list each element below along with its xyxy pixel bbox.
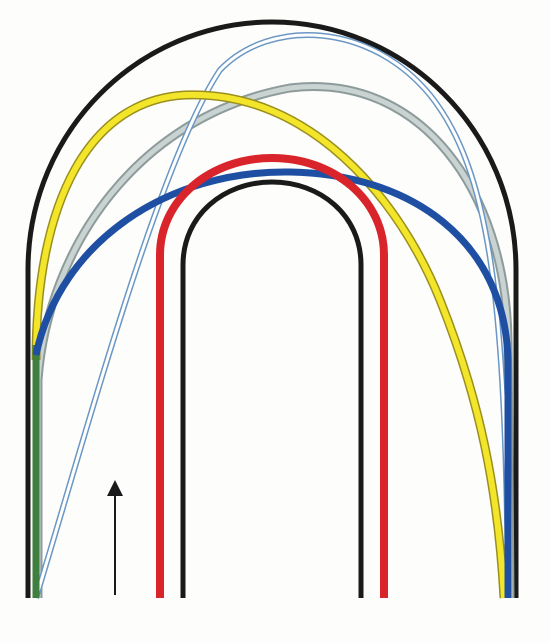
gray-curve [33,82,515,599]
inner-arch [180,179,364,598]
up-arrow-icon [107,480,123,595]
red-arch [156,153,388,598]
yellow-curve [31,90,509,599]
blue-curve [32,168,512,598]
light-blue-curve [33,32,511,599]
outer-arch [25,19,519,598]
